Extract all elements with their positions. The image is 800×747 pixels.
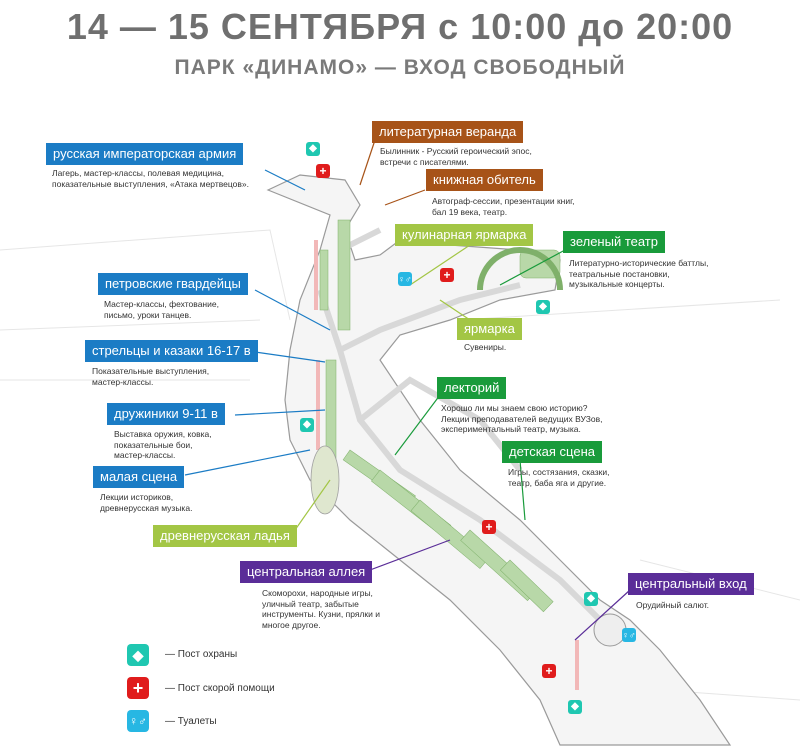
shield-icon: ◆ xyxy=(300,418,314,432)
desc-druzhiniki: Выставка оружия, ковка, показательные бо… xyxy=(114,429,212,460)
label-green-theatre: зеленый театр xyxy=(563,231,665,253)
desc-entrance: Орудийный салют. xyxy=(636,600,710,610)
label-ladya: древнерусская ладья xyxy=(153,525,297,547)
label-book: книжная обитель xyxy=(426,169,543,191)
desc-book: Автограф-сессии, презентации книг, бал 1… xyxy=(432,196,575,217)
desc-fair: Сувениры. xyxy=(464,342,507,352)
desc-alley: Скоморохи, народные игры, уличный театр,… xyxy=(262,588,380,630)
label-entrance: центральный вход xyxy=(628,573,754,595)
label-fair: ярмарка xyxy=(457,318,522,340)
park-outline xyxy=(266,174,732,746)
restroom-icon: ♀♂ xyxy=(622,628,636,642)
label-army: русская императорская армия xyxy=(46,143,244,165)
legend-medical-text: — Пост скорой помощи xyxy=(165,683,275,694)
label-veranda: литературная веранда xyxy=(372,121,524,143)
shield-icon: ◆ xyxy=(568,700,582,714)
label-druzhiniki: дружиники 9-11 в xyxy=(107,403,225,425)
label-petrovsky: петровские гвардейцы xyxy=(98,273,248,295)
legend-security-text: — Пост охраны xyxy=(165,649,238,660)
ladya-area xyxy=(310,445,340,515)
restroom-icon: ♀♂ xyxy=(127,710,149,732)
legend-restroom-text: — Туалеты xyxy=(165,716,217,727)
restroom-icon: ♀♂ xyxy=(398,272,412,286)
desc-petrovsky: Мастер-классы, фехтование, письмо, уроки… xyxy=(104,299,219,320)
medical-cross-icon: + xyxy=(482,520,496,534)
label-kids: детская сцена xyxy=(502,441,602,463)
green-theatre-amphitheatre xyxy=(477,247,563,291)
label-streltsy: стрельцы и казаки 16-17 в xyxy=(85,340,258,362)
label-small-stage: малая сцена xyxy=(93,466,185,488)
venue-subtitle: ПАРК «ДИНАМО» — ВХОД СВОБОДНЫЙ xyxy=(174,56,626,79)
desc-veranda: Былинник - Русский героический эпос, вст… xyxy=(380,146,532,167)
shield-icon: ◆ xyxy=(306,142,320,156)
desc-lectory: Хорошо ли мы знаем свою историю? Лекции … xyxy=(441,403,603,434)
medical-cross-icon: + xyxy=(440,268,454,282)
desc-green-theatre: Литературно-исторические баттлы, театрал… xyxy=(569,258,709,289)
desc-kids: Игры, состязания, сказки, театр, баба яг… xyxy=(508,467,610,488)
label-culinary: кулинарная ярмарка xyxy=(395,224,534,246)
desc-streltsy: Показательные выступления, мастер-классы… xyxy=(92,366,210,387)
shield-icon: ◆ xyxy=(536,300,550,314)
medical-cross-icon: + xyxy=(127,677,149,699)
event-dates-title: 14 — 15 СЕНТЯБРЯ с 10:00 до 20:00 xyxy=(66,6,734,47)
medical-cross-icon: + xyxy=(316,164,330,178)
label-alley: центральная аллея xyxy=(240,561,373,583)
shield-icon: ◆ xyxy=(584,592,598,606)
medical-cross-icon: + xyxy=(542,664,556,678)
label-lectory: лекторий xyxy=(437,377,507,399)
desc-army: Лагерь, мастер-классы, полевая медицина,… xyxy=(52,168,249,189)
desc-small-stage: Лекции историков, древнерусская музыка. xyxy=(100,492,193,513)
shield-icon: ◆ xyxy=(127,644,149,666)
